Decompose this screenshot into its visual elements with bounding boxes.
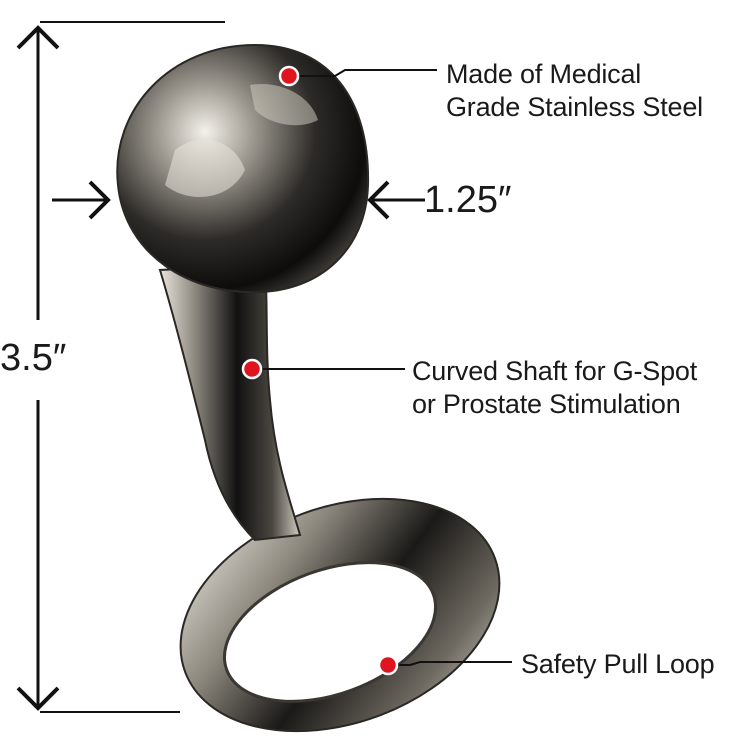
height-dimension-label: 3.5″: [0, 337, 67, 379]
callout-material-line-1: Made of Medical: [446, 59, 642, 89]
callout-pull-loop: Safety Pull Loop: [521, 648, 715, 681]
marker-shaft: [241, 358, 263, 380]
callout-material-line-2: Grade Stainless Steel: [446, 92, 703, 122]
callout-material: Made of Medical Grade Stainless Steel: [446, 58, 703, 124]
product-body: [116, 43, 501, 733]
callout-leaders: [252, 69, 512, 666]
callout-shaft-line-2: or Prostate Stimulation: [412, 389, 681, 419]
callout-shaft-line-1: Curved Shaft for G-Spot: [412, 356, 698, 386]
callout-markers: [241, 65, 399, 676]
callout-shaft: Curved Shaft for G-Spot or Prostate Stim…: [412, 355, 697, 421]
width-dimension-label: 1.25″: [424, 179, 512, 221]
marker-loop: [377, 654, 399, 676]
marker-head: [278, 65, 300, 87]
width-dimension-arrows: [52, 180, 425, 220]
height-dimension-line: [16, 21, 225, 713]
callout-pull-loop-line-1: Safety Pull Loop: [521, 649, 715, 679]
